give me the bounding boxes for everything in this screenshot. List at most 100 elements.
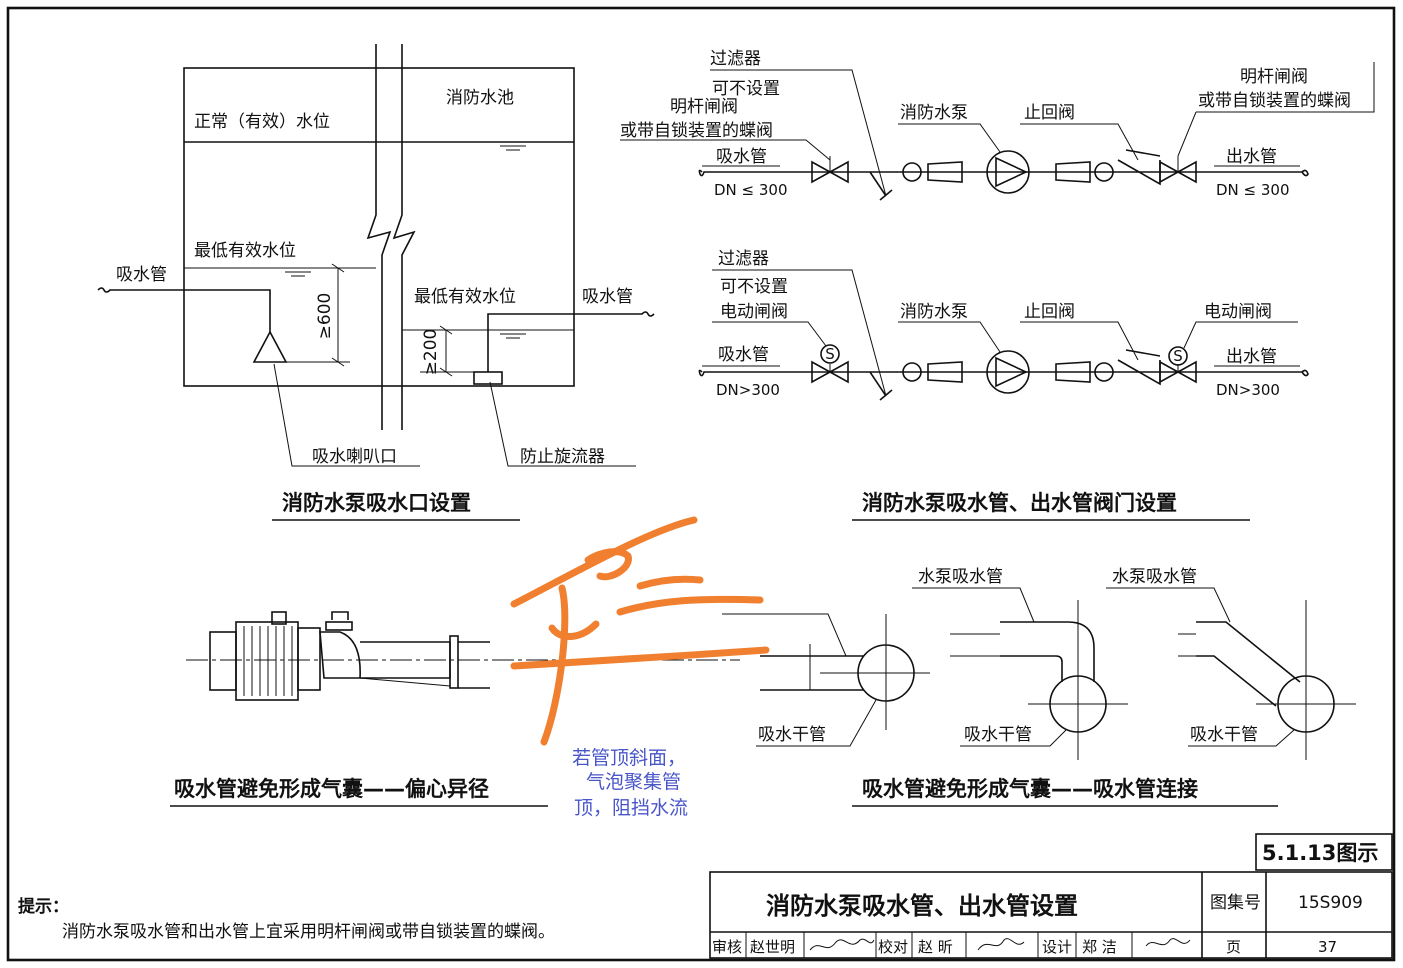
row2-pipe <box>698 369 1309 377</box>
tb-check-name: 赵 昕 <box>918 938 953 956</box>
annotation-line-3: 顶，阻挡水流 <box>574 797 688 819</box>
row2-filter-leader <box>712 269 887 397</box>
tb-check-signature <box>977 938 1025 951</box>
row1-joint-in <box>902 162 922 182</box>
row2-pump-label: 消防水泵 <box>900 302 968 322</box>
row2-pump-leader <box>898 321 1001 353</box>
row2-dn-in-label: DN>300 <box>716 381 780 399</box>
leader-vortex <box>489 381 636 467</box>
sheet-id-box <box>1255 833 1393 871</box>
row1-inlet-gate-valve <box>811 160 849 184</box>
note-label: 提示： <box>18 897 69 917</box>
row2-outlet-label: 出水管 <box>1226 347 1277 367</box>
diagram-suction-inlet: ≥600 ≥200 消防水池 正常（有效）水位 最低有效水位 最低有效水位 吸水… <box>97 44 655 521</box>
normal-level-label: 正常（有效）水位 <box>194 112 330 132</box>
row1-reducer-in <box>927 161 963 183</box>
row1-suction-label: 吸水管 <box>716 147 767 167</box>
row1-pipe <box>698 169 1309 177</box>
note-text: 消防水泵吸水管和出水管上宜采用明杆闸阀或带自锁装置的蝶阀。 <box>62 922 555 942</box>
row2-joint-out <box>1094 362 1114 382</box>
row2-check-label: 止回阀 <box>1024 302 1075 322</box>
row1-joint-out <box>1094 162 1114 182</box>
row1-valve-out-line2: 或带自锁装置的蝶阀 <box>1198 91 1351 111</box>
row2-outlet-actuator <box>1168 346 1188 366</box>
note-block: 提示： 消防水泵吸水管和出水管上宜采用明杆闸阀或带自锁装置的蝶阀。 <box>18 897 555 942</box>
row2-valve-in-label: 电动闸阀 <box>720 302 788 322</box>
row1-valve-in-line2: 或带自锁装置的蝶阀 <box>620 121 773 141</box>
diagram4-title: 吸水管避免形成气囊——吸水管连接 <box>862 777 1198 801</box>
motor-flange <box>297 627 321 691</box>
pump-discharge <box>331 611 349 620</box>
row1-dn-out-label: DN ≤ 300 <box>1216 181 1290 199</box>
anti-vortex-plate <box>473 371 503 385</box>
connB-elbow <box>1000 621 1095 682</box>
sheet-id: 5.1.13图示 <box>1262 841 1378 865</box>
connC-break-lines <box>1178 633 1196 657</box>
tb-atlas-label: 图集号 <box>1210 893 1261 913</box>
pump-discharge-flange <box>325 621 353 631</box>
row1-valve-in-line1: 明杆闸阀 <box>670 97 738 117</box>
row1-pump-label: 消防水泵 <box>900 103 968 123</box>
d3-reducer-slope <box>359 677 451 687</box>
scribble-stroke-4 <box>616 595 764 616</box>
connB-header-leader <box>960 729 1067 747</box>
dim-200-tick-bottom <box>439 367 453 377</box>
row2-pump <box>986 350 1030 394</box>
leader-bellmouth <box>273 363 420 467</box>
connC-header-label: 吸水干管 <box>1190 725 1258 745</box>
connA-suction-pipe <box>760 655 864 691</box>
row1-optional-label: 可不设置 <box>712 79 780 99</box>
row1-filter-label: 过滤器 <box>710 49 761 69</box>
row1-pump-leader <box>898 123 1001 153</box>
motor-fins <box>243 626 293 696</box>
connC-angled-pipe <box>1196 621 1301 707</box>
diagram-valve-arrangement: 过滤器 可不设置 明杆闸阀 或带自锁装置的蝶阀 吸水管 DN ≤ 300 消防水… <box>620 49 1375 521</box>
diagram1-title: 消防水泵吸水口设置 <box>282 491 471 515</box>
connC-suction-leader <box>1106 587 1231 623</box>
suction-right-label: 吸水管 <box>582 287 633 307</box>
dim-200-tick-top <box>439 325 453 335</box>
vortex-label: 防止旋流器 <box>520 447 605 467</box>
connA-header-leader <box>756 699 877 747</box>
dim-600-tick-bottom <box>331 357 345 367</box>
scribble-stroke-3 <box>584 548 632 581</box>
min-level-left-label: 最低有效水位 <box>194 241 296 261</box>
row1-reducer-out <box>1055 161 1091 183</box>
scribble-stroke-6 <box>510 646 770 670</box>
bellmouth-symbol <box>252 330 288 363</box>
connC-suction-label: 水泵吸水管 <box>1112 567 1197 587</box>
row2-pump-arrow <box>995 356 1028 388</box>
water-mark-2 <box>285 271 311 277</box>
suction-pipe-left <box>97 287 271 332</box>
d3-pipe <box>458 641 490 689</box>
row1-inlet-valve-leader <box>620 139 831 161</box>
row2-optional-label: 可不设置 <box>720 277 788 297</box>
row1-outlet-label: 出水管 <box>1226 147 1277 167</box>
handwritten-annotation: 若管顶斜面， 气泡聚集管 顶，阻挡水流 <box>572 747 688 819</box>
handwritten-scribble <box>510 516 770 746</box>
row1-outlet-valve-leader <box>1177 62 1375 157</box>
row2-reducer-in <box>927 361 963 383</box>
tb-check-label: 校对 <box>878 938 908 956</box>
connC-header-leader <box>1188 729 1295 747</box>
row2-check-leader <box>1020 321 1139 361</box>
row2-reducer-out <box>1055 361 1091 383</box>
row2-outlet-motor-valve <box>1159 360 1197 384</box>
wall-left-face <box>366 44 392 430</box>
row2-dn-out-label: DN>300 <box>1216 381 1280 399</box>
row2-outlet-s-mark: S <box>1173 347 1183 365</box>
suction-left-label: 吸水管 <box>116 265 167 285</box>
water-mark-3 <box>500 333 526 339</box>
wall-right-face <box>392 44 416 430</box>
row2-inlet-actuator <box>820 344 840 364</box>
row2-filter-label: 过滤器 <box>718 249 769 269</box>
row2-inlet-valve-leader <box>712 321 827 347</box>
motor-end-cap <box>209 631 237 691</box>
bellmouth-label: 吸水喇叭口 <box>312 447 397 467</box>
row1-filter-leader <box>710 69 887 197</box>
water-mark-1 <box>500 145 526 151</box>
tb-design-label: 设计 <box>1042 938 1072 956</box>
row2-check-valve <box>1117 349 1161 386</box>
row1-pump <box>986 150 1030 194</box>
